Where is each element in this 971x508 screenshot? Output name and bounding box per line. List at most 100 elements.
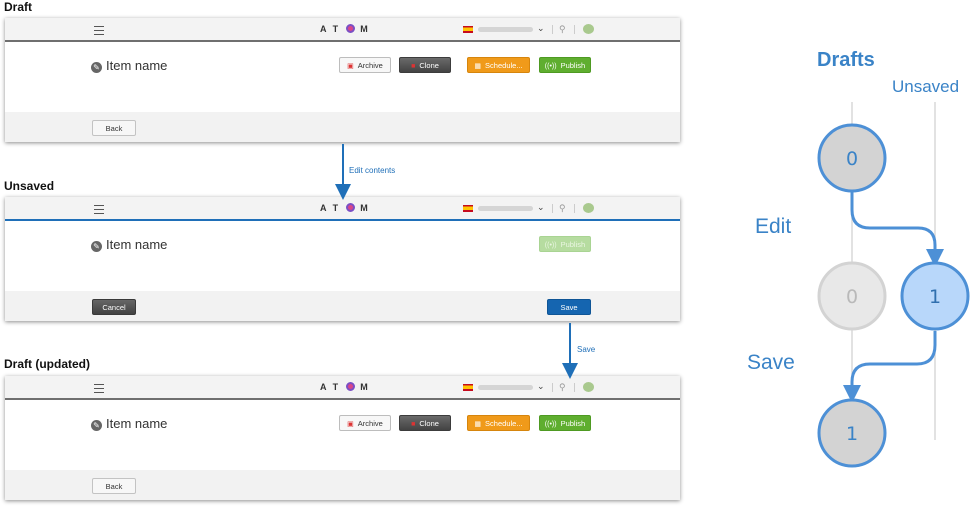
- back-button[interactable]: Back: [92, 478, 136, 494]
- footer-bar: Back: [5, 470, 680, 500]
- channel-name-blurred: [478, 206, 533, 211]
- trash-icon: ▣: [347, 421, 354, 428]
- divider: [574, 383, 575, 392]
- diagram-title-drafts: Drafts: [817, 49, 875, 71]
- footer-bar: Cancel Save: [5, 291, 680, 321]
- section-title-unsaved: Unsaved: [4, 179, 55, 193]
- calendar-icon: ▦: [474, 63, 482, 70]
- spain-flag-icon: [463, 26, 473, 33]
- broadcast-icon: ((•)): [544, 63, 557, 70]
- atom-logo: A T M: [320, 203, 370, 213]
- drafts-node-end-label: 1: [846, 423, 858, 445]
- chat-icon[interactable]: [583, 203, 594, 213]
- diagram-edit-label: Edit: [755, 215, 792, 238]
- item-name-text: Item name: [106, 58, 168, 73]
- drafts-node-end: [817, 398, 887, 468]
- diagram-unsaved-label: Unsaved: [892, 77, 960, 96]
- divider: [574, 204, 575, 213]
- channel-name-blurred: [478, 385, 533, 390]
- edit-icon: ✎: [91, 420, 102, 431]
- trash-icon: ▣: [347, 63, 354, 70]
- publish-label: Publish: [560, 419, 586, 428]
- logo-text-right: M: [360, 203, 370, 213]
- menu-icon[interactable]: [94, 384, 104, 393]
- logo-text-right: M: [360, 382, 370, 392]
- publish-button[interactable]: ((•))Publish: [539, 57, 591, 73]
- clone-label: Clone: [419, 419, 439, 428]
- item-name: ✎ Item name: [91, 416, 167, 431]
- divider: [574, 25, 575, 34]
- broadcast-icon: ((•)): [544, 242, 557, 249]
- schedule-button[interactable]: ▦Schedule...: [467, 57, 530, 73]
- spain-flag-icon: [463, 205, 473, 212]
- schedule-label: Schedule...: [485, 61, 523, 70]
- publish-button[interactable]: ((•))Publish: [539, 415, 591, 431]
- unsaved-node-label: 1: [929, 286, 941, 308]
- diagram-save-label: Save: [747, 351, 795, 374]
- drafts-node-old: [817, 261, 887, 331]
- chat-icon[interactable]: [583, 382, 594, 392]
- schedule-button[interactable]: ▦Schedule...: [467, 415, 530, 431]
- item-name: ✎ Item name: [91, 58, 167, 73]
- publish-label: Publish: [560, 240, 586, 249]
- drafts-node-start-label: 0: [846, 148, 858, 170]
- logo-text-left: A T: [320, 382, 341, 392]
- edit-icon: ✎: [91, 241, 102, 252]
- spain-flag-icon: [463, 384, 473, 391]
- schedule-label: Schedule...: [485, 419, 523, 428]
- chevron-down-icon[interactable]: ⌄: [537, 202, 545, 212]
- draft-panel: A T M ⌄ ⚲ ✎ Item name ▣Archive ■Clone ▦Sc…: [5, 18, 680, 142]
- cancel-button[interactable]: Cancel: [92, 299, 136, 315]
- draft-updated-panel: A T M ⌄ ⚲ ✎ Item name ▣Archive ■Clone ▦Sc…: [5, 376, 680, 500]
- top-bar: A T M ⌄ ⚲: [5, 197, 680, 221]
- section-title-draft: Draft: [4, 0, 33, 14]
- archive-label: Archive: [357, 61, 383, 70]
- clone-icon: ■: [411, 63, 416, 70]
- chat-icon[interactable]: [583, 24, 594, 34]
- archive-label: Archive: [357, 419, 383, 428]
- clone-button[interactable]: ■Clone: [399, 415, 451, 431]
- archive-button[interactable]: ▣Archive: [339, 57, 391, 73]
- footer-bar: Back: [5, 112, 680, 142]
- publish-button-disabled: ((•))Publish: [539, 236, 591, 252]
- save-transition-arrow: [843, 331, 937, 403]
- edit-contents-label: Edit contents: [349, 166, 396, 175]
- top-bar: A T M ⌄ ⚲: [5, 18, 680, 42]
- item-name-text: Item name: [106, 416, 168, 431]
- logo-o-icon: [345, 382, 355, 391]
- broadcast-icon: ((•)): [544, 421, 557, 428]
- item-name: ✎ Item name: [91, 237, 167, 252]
- clone-icon: ■: [411, 421, 416, 428]
- search-icon[interactable]: ⚲: [559, 24, 566, 34]
- top-bar: A T M ⌄ ⚲: [5, 376, 680, 400]
- logo-text-left: A T: [320, 203, 341, 213]
- chevron-down-icon[interactable]: ⌄: [537, 23, 545, 33]
- calendar-icon: ▦: [474, 421, 482, 428]
- menu-icon[interactable]: [94, 205, 104, 214]
- logo-text-left: A T: [320, 24, 341, 34]
- section-title-draft-updated: Draft (updated): [4, 357, 90, 371]
- clone-button[interactable]: ■Clone: [399, 57, 451, 73]
- publish-label: Publish: [560, 61, 586, 70]
- edit-icon: ✎: [91, 62, 102, 73]
- back-button[interactable]: Back: [92, 120, 136, 136]
- search-icon[interactable]: ⚲: [559, 203, 566, 213]
- logo-o-icon: [345, 24, 355, 33]
- item-name-text: Item name: [106, 237, 168, 252]
- divider: [552, 383, 553, 392]
- atom-logo: A T M: [320, 24, 370, 34]
- menu-icon[interactable]: [94, 26, 104, 35]
- atom-logo: A T M: [320, 382, 370, 392]
- chevron-down-icon[interactable]: ⌄: [537, 381, 545, 391]
- logo-text-right: M: [360, 24, 370, 34]
- clone-label: Clone: [419, 61, 439, 70]
- logo-o-icon: [345, 203, 355, 212]
- channel-name-blurred: [478, 27, 533, 32]
- drafts-node-start: [817, 123, 887, 193]
- search-icon[interactable]: ⚲: [559, 382, 566, 392]
- save-button[interactable]: Save: [547, 299, 591, 315]
- divider: [552, 25, 553, 34]
- unsaved-node: [900, 261, 970, 331]
- archive-button[interactable]: ▣Archive: [339, 415, 391, 431]
